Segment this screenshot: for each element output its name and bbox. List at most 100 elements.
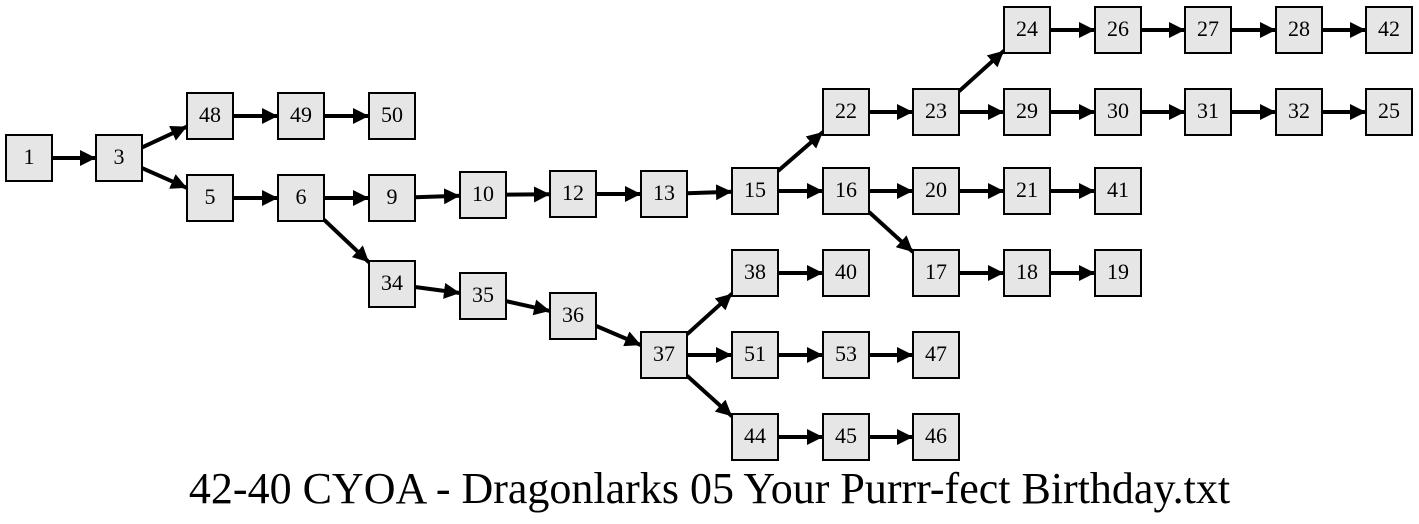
node-box <box>95 134 143 182</box>
node-25: 25 <box>1365 88 1413 136</box>
node-28: 28 <box>1275 6 1323 54</box>
node-36: 36 <box>549 292 597 340</box>
node-22: 22 <box>822 88 870 136</box>
node-24: 24 <box>1003 6 1051 54</box>
node-18: 18 <box>1003 249 1051 297</box>
node-34: 34 <box>368 260 416 308</box>
node-label: 21 <box>1016 177 1038 202</box>
node-17: 17 <box>912 249 960 297</box>
node-label: 36 <box>562 302 584 327</box>
node-41: 41 <box>1094 167 1142 215</box>
node-label: 34 <box>381 270 403 295</box>
node-label: 51 <box>744 341 766 366</box>
node-46: 46 <box>912 413 960 461</box>
edge-16-17 <box>867 210 915 254</box>
node-box <box>459 171 507 219</box>
node-3: 3 <box>95 134 143 182</box>
node-box <box>1003 88 1051 136</box>
node-6: 6 <box>277 174 325 222</box>
node-label: 1 <box>24 144 35 169</box>
node-38: 38 <box>731 249 779 297</box>
node-label: 18 <box>1016 259 1038 284</box>
node-47: 47 <box>912 331 960 379</box>
node-label: 26 <box>1107 16 1129 41</box>
node-label: 5 <box>205 184 216 209</box>
node-23: 23 <box>912 88 960 136</box>
node-box <box>549 292 597 340</box>
node-box <box>912 88 960 136</box>
node-label: 46 <box>925 423 947 448</box>
node-box <box>822 413 870 461</box>
edge-37-44 <box>685 374 734 418</box>
node-box <box>5 134 53 182</box>
node-label: 38 <box>744 259 766 284</box>
node-box <box>368 92 416 140</box>
node-box <box>731 249 779 297</box>
node-label: 40 <box>835 259 857 284</box>
node-40: 40 <box>822 249 870 297</box>
node-label: 23 <box>925 98 947 123</box>
node-label: 29 <box>1016 98 1038 123</box>
node-label: 25 <box>1378 98 1400 123</box>
node-box <box>731 413 779 461</box>
node-label: 31 <box>1197 98 1219 123</box>
node-label: 41 <box>1107 177 1129 202</box>
node-label: 42 <box>1378 16 1400 41</box>
node-label: 32 <box>1288 98 1310 123</box>
node-label: 24 <box>1016 16 1038 41</box>
node-5: 5 <box>186 174 234 222</box>
node-label: 28 <box>1288 16 1310 41</box>
node-44: 44 <box>731 413 779 461</box>
node-box <box>1365 6 1413 54</box>
node-label: 17 <box>925 259 947 284</box>
node-box <box>822 88 870 136</box>
node-27: 27 <box>1184 6 1232 54</box>
edge-13-15 <box>686 184 733 201</box>
node-50: 50 <box>368 92 416 140</box>
node-label: 3 <box>114 144 125 169</box>
node-box <box>368 260 416 308</box>
node-box <box>186 92 234 140</box>
node-label: 53 <box>835 341 857 366</box>
node-31: 31 <box>1184 88 1232 136</box>
edge-9-10 <box>414 188 461 205</box>
node-51: 51 <box>731 331 779 379</box>
node-box <box>640 170 688 218</box>
node-label: 13 <box>653 180 675 205</box>
node-box <box>1003 6 1051 54</box>
node-box <box>1275 6 1323 54</box>
node-box <box>368 174 416 222</box>
node-label: 35 <box>472 282 494 307</box>
edge-36-37 <box>595 324 642 347</box>
node-label: 20 <box>925 177 947 202</box>
node-box <box>1094 6 1142 54</box>
node-box <box>731 167 779 215</box>
node-label: 30 <box>1107 98 1129 123</box>
node-35: 35 <box>459 272 507 320</box>
node-box <box>822 249 870 297</box>
node-label: 19 <box>1107 259 1129 284</box>
node-29: 29 <box>1003 88 1051 136</box>
edge-3-48 <box>141 124 188 150</box>
edge-34-35 <box>414 282 461 299</box>
node-21: 21 <box>1003 167 1051 215</box>
node-box <box>1365 88 1413 136</box>
node-box <box>1184 88 1232 136</box>
edge-3-5 <box>141 166 188 190</box>
node-20: 20 <box>912 167 960 215</box>
node-label: 37 <box>653 341 675 366</box>
node-label: 44 <box>744 423 766 448</box>
node-label: 9 <box>387 184 398 209</box>
node-42: 42 <box>1365 6 1413 54</box>
graph-title: 42-40 CYOA - Dragonlarks 05 Your Purrr-f… <box>188 464 1231 513</box>
node-box <box>822 331 870 379</box>
node-box <box>912 413 960 461</box>
node-box <box>822 167 870 215</box>
node-12: 12 <box>549 170 597 218</box>
node-box <box>277 92 325 140</box>
node-box <box>1094 167 1142 215</box>
edge-23-24 <box>957 49 1006 93</box>
node-box <box>1094 88 1142 136</box>
node-label: 16 <box>835 177 857 202</box>
